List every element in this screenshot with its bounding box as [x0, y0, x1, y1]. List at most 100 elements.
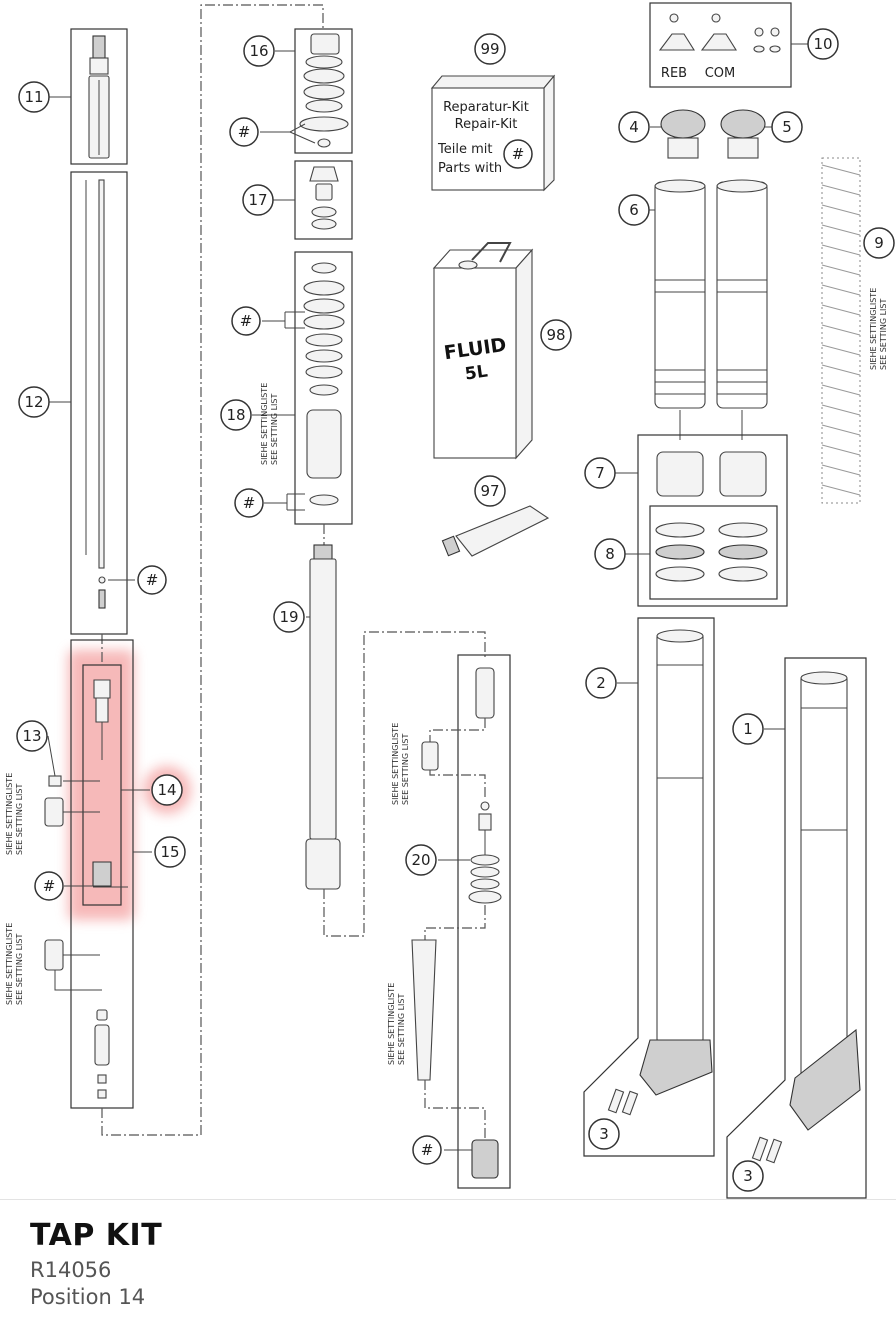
part-position: Position 14 — [30, 1285, 146, 1309]
svg-text:15: 15 — [160, 843, 179, 861]
callout-2[interactable]: 2 — [585, 667, 617, 699]
adjuster-clamps: REB COM — [649, 2, 808, 88]
callout-99[interactable]: 99 — [474, 33, 506, 65]
svg-text:5: 5 — [782, 118, 792, 136]
valve-assembly-20 — [411, 654, 511, 1189]
svg-text:13: 13 — [22, 727, 41, 745]
fluid-can: FLUID 5L — [432, 242, 534, 460]
svg-text:#: # — [146, 571, 159, 589]
compression-label: COM — [705, 66, 736, 81]
callout-hash-12[interactable]: # — [137, 565, 167, 595]
svg-text:12: 12 — [24, 393, 43, 411]
fork-caps — [650, 109, 772, 159]
callout-8[interactable]: 8 — [594, 538, 626, 570]
inner-tubes — [583, 617, 867, 1199]
kit-label-en: Repair-Kit — [455, 117, 518, 132]
setting-note-de-3: SIEHE SETTINGLISTE — [260, 383, 269, 465]
svg-text:3: 3 — [599, 1125, 609, 1143]
callout-hash-14[interactable]: # — [34, 871, 64, 901]
callout-hash-18-top[interactable]: # — [231, 306, 261, 336]
svg-text:6: 6 — [629, 201, 639, 219]
svg-text:97: 97 — [480, 482, 499, 500]
setting-note-en-6: SEE SETTING LIST — [879, 299, 888, 370]
callout-17[interactable]: 17 — [242, 184, 274, 216]
setting-note-de-2: SIEHE SETTINGLISTE — [5, 923, 14, 1005]
svg-text:#: # — [243, 494, 256, 512]
callout-hash-16[interactable]: # — [229, 117, 259, 147]
callout-14[interactable]: 14 — [151, 774, 183, 806]
callout-97[interactable]: 97 — [474, 475, 506, 507]
callout-4[interactable]: 4 — [618, 111, 650, 143]
kit-parts-label-en: Parts with — [438, 161, 502, 176]
callout-hash-20[interactable]: # — [412, 1135, 442, 1165]
setting-note-de-5: SIEHE SETTINGLISTE — [387, 983, 396, 1065]
svg-text:#: # — [512, 145, 525, 163]
svg-text:20: 20 — [411, 851, 430, 869]
callout-15[interactable]: 15 — [154, 836, 186, 868]
svg-text:14: 14 — [157, 781, 176, 799]
callout-19[interactable]: 19 — [273, 601, 305, 633]
grease-tube — [441, 505, 550, 557]
kit-parts-label-de: Teile mit — [437, 142, 492, 157]
callout-98[interactable]: 98 — [540, 319, 572, 351]
svg-text:2: 2 — [596, 674, 606, 692]
setting-note-de-6: SIEHE SETTINGLISTE — [869, 288, 878, 370]
svg-text:#: # — [421, 1141, 434, 1159]
callout-5[interactable]: 5 — [771, 111, 803, 143]
setting-note-en-4: SEE SETTING LIST — [401, 734, 410, 805]
callout-3-left[interactable]: 3 — [588, 1118, 620, 1150]
svg-text:#: # — [238, 123, 251, 141]
callout-11[interactable]: 11 — [18, 81, 50, 113]
svg-text:#: # — [240, 312, 253, 330]
callout-20[interactable]: 20 — [405, 844, 437, 876]
exploded-parts-diagram: Reparatur-Kit Repair-Kit Teile mit Parts… — [5, 2, 895, 1199]
callout-9[interactable]: 9 — [863, 227, 895, 259]
svg-text:16: 16 — [249, 42, 268, 60]
part-title: TAP KIT — [30, 1218, 163, 1253]
svg-text:99: 99 — [480, 40, 499, 58]
callout-1[interactable]: 1 — [732, 713, 764, 745]
part-info-panel: TAP KIT R14056 Position 14 — [0, 1199, 896, 1335]
svg-text:4: 4 — [629, 118, 639, 136]
part-number: R14056 — [30, 1258, 112, 1282]
svg-text:98: 98 — [546, 326, 565, 344]
setting-note-de-4: SIEHE SETTINGLISTE — [391, 723, 400, 805]
setting-note-en-3: SEE SETTING LIST — [270, 394, 279, 465]
rebound-label: REB — [661, 66, 687, 81]
svg-text:18: 18 — [226, 406, 245, 424]
setting-note-en-5: SEE SETTING LIST — [397, 994, 406, 1065]
callout-13[interactable]: 13 — [16, 720, 48, 752]
callout-10[interactable]: 10 — [807, 28, 839, 60]
svg-text:11: 11 — [24, 88, 43, 106]
callout-7[interactable]: 7 — [584, 457, 616, 489]
setting-note-en-1: SEE SETTING LIST — [15, 784, 24, 855]
setting-list-notes: SIEHE SETTINGLISTE SEE SETTING LIST SIEH… — [5, 288, 888, 1065]
fork-spring — [821, 157, 861, 504]
svg-text:17: 17 — [248, 191, 267, 209]
svg-text:8: 8 — [605, 545, 615, 563]
svg-text:19: 19 — [279, 608, 298, 626]
callout-3-right[interactable]: 3 — [732, 1160, 764, 1192]
kit-label-de: Reparatur-Kit — [443, 100, 529, 115]
middle-assembly-16-19 — [260, 28, 486, 937]
svg-text:1: 1 — [743, 720, 753, 738]
svg-text:3: 3 — [743, 1167, 753, 1185]
callout-18[interactable]: 18 — [220, 399, 252, 431]
callout-hash-kit[interactable]: # — [503, 139, 533, 169]
svg-text:#: # — [43, 877, 56, 895]
fluid-volume: 5L — [464, 362, 489, 385]
callout-12[interactable]: 12 — [18, 386, 50, 418]
svg-text:9: 9 — [874, 234, 884, 252]
bushings-and-seals — [615, 434, 788, 607]
callouts: 11 12 13 14 15 16 17 18 19 20 99 98 97 1… — [16, 28, 895, 1192]
svg-text:10: 10 — [813, 35, 832, 53]
cartridge-rod-assembly — [44, 4, 324, 1136]
setting-note-de-1: SIEHE SETTINGLISTE — [5, 773, 14, 855]
repair-kit-box: Reparatur-Kit Repair-Kit Teile mit Parts… — [430, 74, 556, 192]
outer-tubes — [649, 179, 768, 440]
svg-text:7: 7 — [595, 464, 605, 482]
callout-6[interactable]: 6 — [618, 194, 650, 226]
callout-hash-18-bottom[interactable]: # — [234, 488, 264, 518]
callout-16[interactable]: 16 — [243, 35, 275, 67]
setting-note-en-2: SEE SETTING LIST — [15, 934, 24, 1005]
